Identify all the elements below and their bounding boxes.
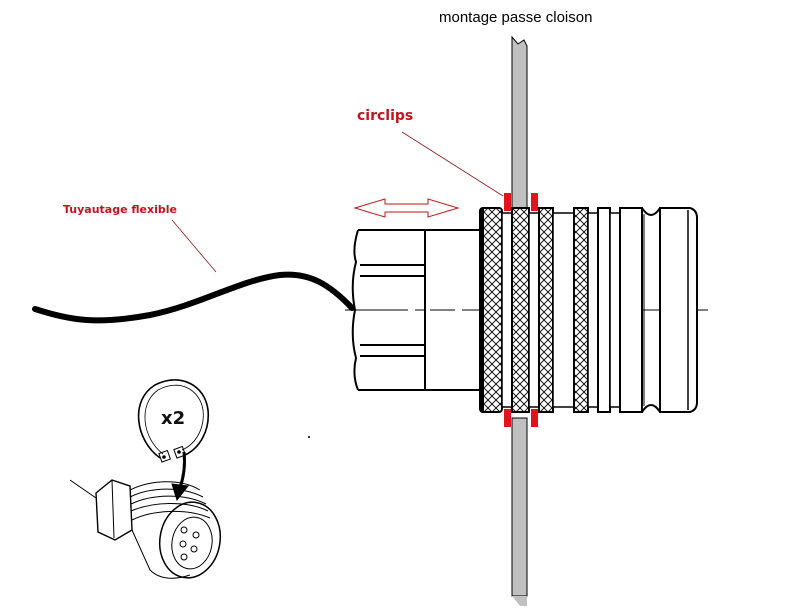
circlips-label: circlips [357, 108, 414, 124]
circlip-ring-icon [137, 379, 210, 463]
partition-wall [511, 35, 528, 606]
stray-dot [308, 436, 310, 438]
coupler-body-iso [69, 479, 222, 579]
inset-coupler-illustration [69, 379, 222, 579]
flexible-hose-label: Tuyautage flexible [63, 203, 177, 216]
circlip-bottom-left [504, 409, 511, 427]
circlip-top-right [531, 193, 538, 211]
circlips-leader-line [401, 131, 504, 197]
circlips [504, 193, 538, 427]
quantity-label: x2 [161, 408, 186, 429]
threaded-body [479, 207, 599, 413]
coupling-nose [597, 207, 698, 413]
flexible-hose [32, 271, 355, 324]
hose-leader-line [171, 219, 217, 273]
insert-arrow-icon [171, 451, 189, 502]
adjustment-double-arrow-icon [353, 198, 460, 218]
hex-nut [351, 229, 480, 391]
diagram-title: montage passe cloison [439, 9, 593, 26]
circlip-top-left [504, 193, 511, 211]
circlip-bottom-right [531, 409, 538, 427]
